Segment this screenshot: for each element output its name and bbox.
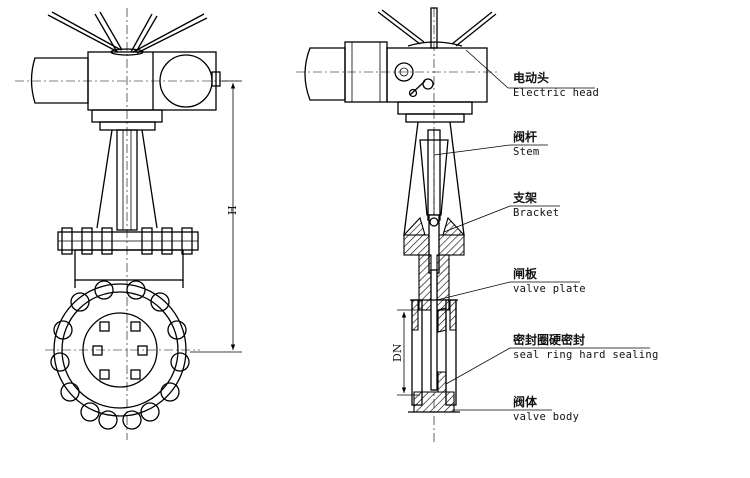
front-view: H [15,8,242,440]
actuator-front [30,51,221,131]
callout-zh: 阀体 [513,394,538,409]
callout-stem: 阀杆 Stem [433,129,548,158]
handwheel-side [377,7,497,49]
callout-zh: 闸板 [513,266,538,281]
callout-zh: 阀杆 [513,129,537,144]
callout-en: Stem [513,146,540,158]
handwheel [47,11,208,56]
bracket-front [96,129,158,231]
callout-en: Bracket [513,207,559,219]
callout-en: valve body [513,411,579,423]
diameter-dimension: DN [391,309,420,396]
callout-seal-ring: 密封圈硬密封 seal ring hard sealing [445,332,659,385]
callout-en: valve plate [513,283,586,295]
body-section [408,254,460,413]
callout-bracket: 支架 Bracket [443,190,560,233]
actuator-side [304,41,488,123]
diameter-label: DN [391,343,404,362]
valve-body-front [45,280,200,430]
height-dimension: H [190,80,242,353]
callouts: 电动头 Electric head 阀杆 Stem 支架 Bracket 闸板 … [433,49,659,423]
callout-zh: 密封圈硬密封 [513,332,585,347]
callout-electric-head: 电动头 Electric head [465,49,599,99]
bracket-side [402,121,466,274]
side-view: DN [296,7,500,445]
callout-valve-body: 阀体 valve body [454,394,579,423]
height-label: H [226,205,239,215]
callout-zh: 支架 [512,190,537,205]
callout-en: Electric head [513,87,599,99]
bonnet-front [57,227,199,288]
callout-en: seal ring hard sealing [513,349,659,361]
callout-valve-plate: 闸板 valve plate [436,266,586,301]
callout-zh: 电动头 [513,70,549,85]
